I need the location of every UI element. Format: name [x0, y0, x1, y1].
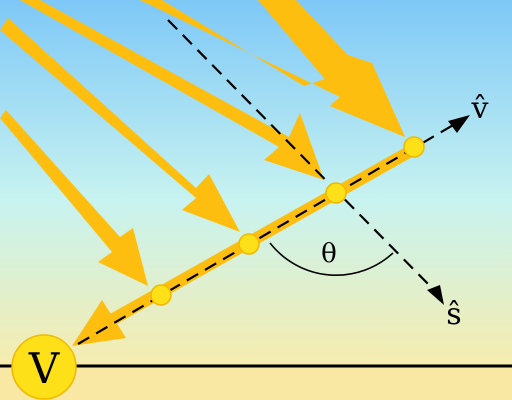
v-hat-arrowhead	[448, 115, 470, 133]
sample-point-2	[238, 233, 260, 255]
sun-ray-3	[20, 0, 324, 180]
sun-ray-2	[0, 18, 240, 232]
s-hat-axis	[167, 19, 444, 305]
theta-label: θ	[321, 239, 337, 269]
s-hat-arrowhead	[427, 285, 444, 305]
v-hat-axis	[77, 115, 470, 345]
sun-ray-5	[258, 0, 405, 137]
sun-ray-1	[0, 110, 148, 286]
sample-point-3	[325, 182, 347, 204]
sample-point-1	[150, 284, 172, 306]
sky-background	[0, 0, 512, 366]
v-hat-label: v̂	[471, 91, 489, 126]
viewer-circle	[11, 334, 77, 400]
sample-point-4	[403, 136, 425, 158]
s-hat-label: ŝ	[446, 297, 461, 332]
angle-arc	[269, 242, 394, 276]
viewer-label: V	[28, 344, 60, 393]
sunlight-rays	[0, 0, 405, 286]
sample-points	[150, 136, 425, 306]
viewer-point: V	[11, 334, 77, 400]
ground	[0, 366, 512, 400]
reflected-ray-arrowhead	[72, 300, 126, 346]
